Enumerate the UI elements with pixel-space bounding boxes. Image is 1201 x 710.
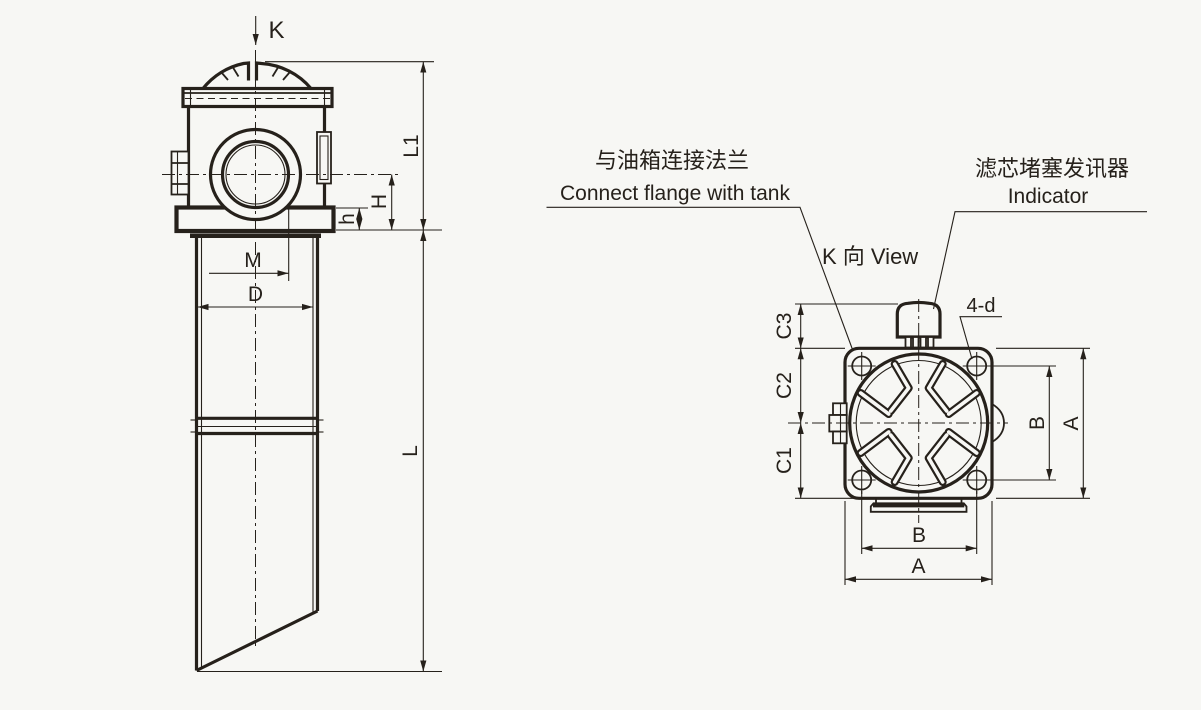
bolt-hole — [962, 352, 991, 380]
dimension-H: H — [368, 174, 395, 230]
bolt-holes — [847, 352, 991, 494]
connect-flange-label-en: Connect flange with tank — [560, 182, 790, 205]
drain-boss — [170, 150, 190, 196]
dimension-A-horizontal: A — [845, 555, 992, 583]
bottom-outlet-tab — [869, 498, 968, 513]
k-label: K — [269, 17, 285, 44]
clogging-indicator — [895, 300, 942, 349]
indicator-boss-side — [316, 131, 332, 185]
dome-cap — [201, 61, 313, 90]
callout-bolt-holes: 4-d — [959, 295, 1002, 360]
l1-label: L1 — [400, 134, 423, 157]
dimension-B-vertical: B — [1026, 366, 1053, 480]
extension-lines-top-view — [795, 303, 1090, 585]
view-title: K 向 View — [822, 244, 918, 269]
dimension-h: h — [336, 208, 363, 230]
dimension-B-horizontal: B — [861, 524, 977, 552]
b-horizontal-label: B — [912, 524, 926, 547]
bolt-hole-note-label: 4-d — [967, 295, 996, 317]
tube-clamp-band — [190, 416, 324, 436]
connect-flange-leader-line — [546, 206, 854, 350]
h-upper-label: H — [368, 194, 391, 209]
l-label: L — [399, 445, 422, 457]
dimension-A-vertical: A — [1060, 348, 1087, 499]
d-label: D — [248, 283, 263, 306]
dome-vent-marks — [220, 67, 291, 81]
callout-connect-flange: 与油箱连接法兰 Connect flange with tank — [546, 148, 854, 350]
dimension-C2: C2 — [773, 348, 804, 423]
indicator-label-en: Indicator — [1008, 185, 1089, 208]
dimension-C3: C3 — [773, 304, 804, 349]
k-direction-arrow: K — [252, 16, 285, 45]
bolt-hole — [847, 352, 876, 380]
bolt-hole — [847, 466, 876, 494]
indicator-teeth — [904, 336, 935, 349]
indicator-leader-line — [932, 211, 1147, 310]
dimension-L: L — [399, 230, 427, 672]
h-lower-label: h — [336, 213, 359, 225]
c1-label: C1 — [773, 447, 796, 474]
filter-top-view: C3 C2 C1 B A B A 与油箱连接法兰 — [546, 148, 1147, 585]
dimension-M: M — [209, 249, 289, 277]
c3-label: C3 — [773, 313, 796, 340]
indicator-label-cn: 滤芯堵塞发讯器 — [975, 156, 1129, 181]
b-vertical-label: B — [1026, 416, 1049, 430]
a-vertical-label: A — [1060, 416, 1083, 430]
connect-flange-label-cn: 与油箱连接法兰 — [595, 148, 749, 173]
callout-indicator: 滤芯堵塞发讯器 Indicator — [932, 156, 1147, 310]
cover-ring — [181, 86, 334, 109]
filter-tube — [190, 238, 324, 672]
cover-grip-pattern — [856, 360, 981, 486]
bolt-hole — [962, 466, 991, 494]
m-label: M — [244, 249, 262, 272]
filter-side-view: K L1 H h L M — [162, 16, 442, 673]
dimension-C1: C1 — [773, 423, 804, 499]
dimension-D: D — [197, 283, 313, 311]
c2-label: C2 — [773, 372, 796, 399]
dimension-L1: L1 — [400, 61, 427, 230]
a-horizontal-label: A — [911, 555, 925, 578]
bolt-hole-leader-line — [959, 316, 1002, 360]
